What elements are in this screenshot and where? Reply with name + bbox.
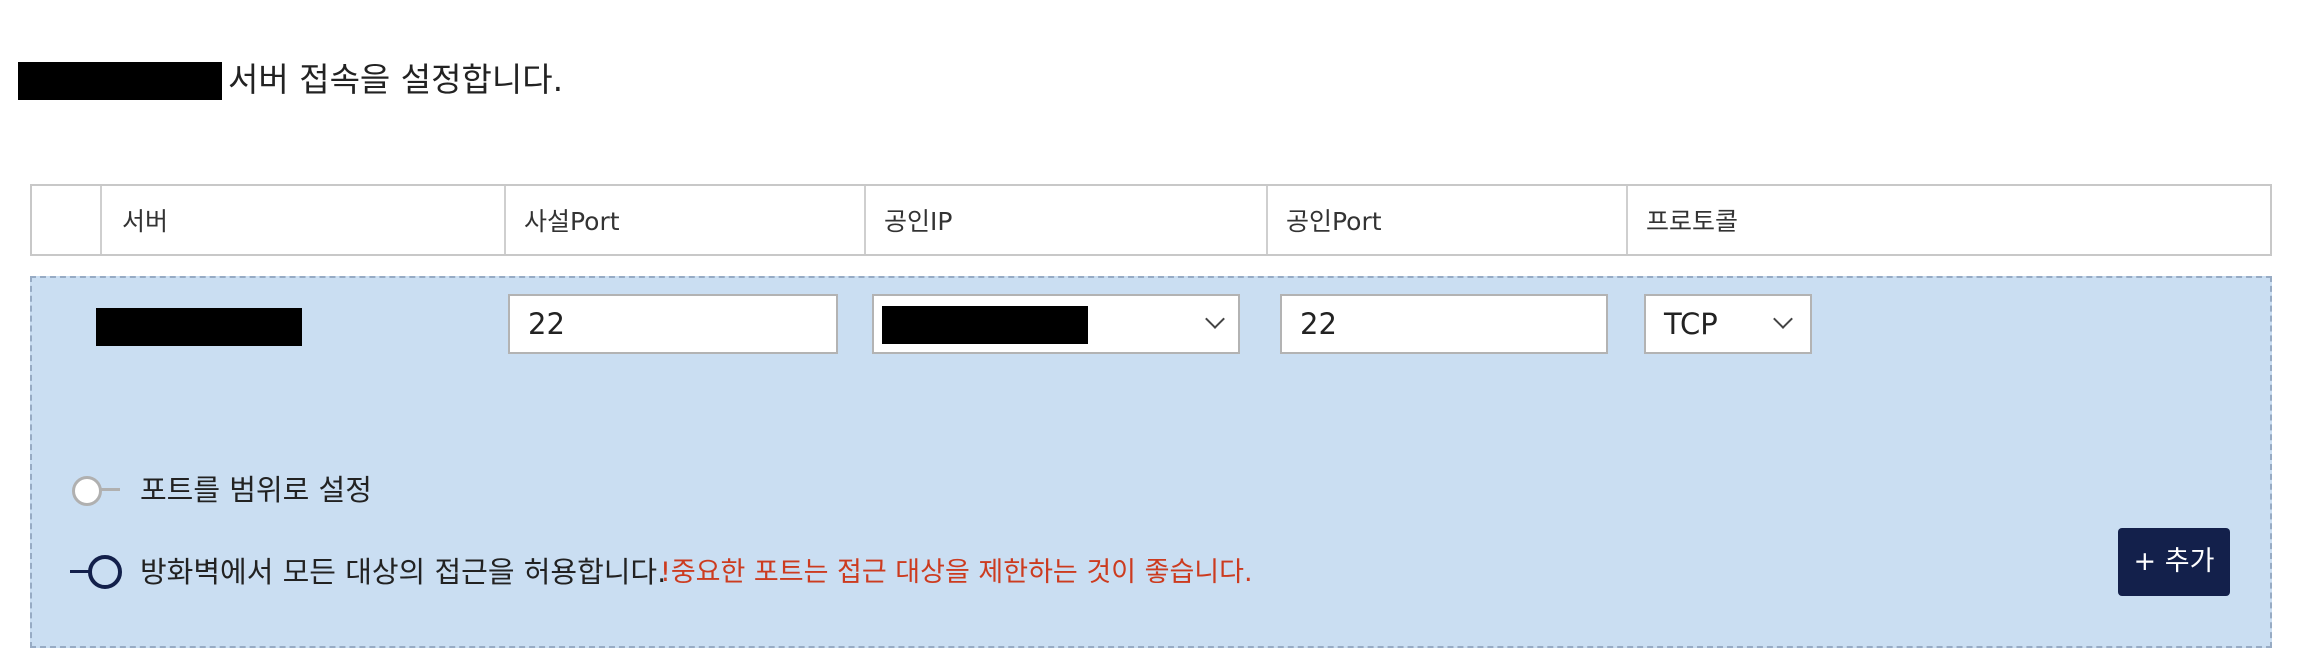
column-divider — [504, 186, 506, 254]
column-header-public-port: 공인Port — [1286, 207, 1382, 236]
toggle-track — [98, 488, 120, 491]
important-port-warning: !중요한 포트는 접근 대상을 제한하는 것이 좋습니다. — [660, 557, 1253, 588]
column-divider — [100, 186, 102, 254]
redacted-server-name — [18, 62, 222, 100]
port-range-toggle[interactable] — [70, 472, 124, 508]
toggle-knob — [88, 555, 122, 589]
column-header-server: 서버 — [122, 207, 169, 236]
column-header-protocol: 프로토콜 — [1646, 207, 1739, 236]
public-port-input[interactable]: 22 — [1280, 294, 1608, 354]
chevron-down-icon — [1773, 309, 1793, 329]
column-header-private-port: 사설Port — [524, 207, 620, 236]
table-header: 서버 사설Port 공인IP 공인Port 프로토콜 — [30, 184, 2272, 256]
protocol-select[interactable]: TCP — [1644, 294, 1812, 354]
column-divider — [1266, 186, 1268, 254]
column-header-public-ip: 공인IP — [884, 207, 953, 236]
add-button[interactable]: + 추가 — [2118, 528, 2230, 596]
redacted-server-value — [96, 308, 302, 346]
public-ip-select[interactable] — [872, 294, 1240, 354]
intro-text: 서버 접속을 설정합니다. — [228, 60, 564, 99]
chevron-down-icon — [1205, 309, 1225, 329]
column-divider — [864, 186, 866, 254]
firewall-allow-all-toggle[interactable] — [70, 552, 124, 592]
private-port-input[interactable]: 22 — [508, 294, 838, 354]
firewall-allow-all-label: 방화벽에서 모든 대상의 접근을 허용합니다. — [140, 555, 667, 589]
toggle-track — [70, 570, 92, 573]
port-range-label: 포트를 범위로 설정 — [140, 473, 372, 507]
protocol-value: TCP — [1664, 307, 1718, 341]
toggle-knob — [72, 476, 102, 506]
redacted-public-ip — [882, 306, 1088, 344]
column-divider — [1626, 186, 1628, 254]
